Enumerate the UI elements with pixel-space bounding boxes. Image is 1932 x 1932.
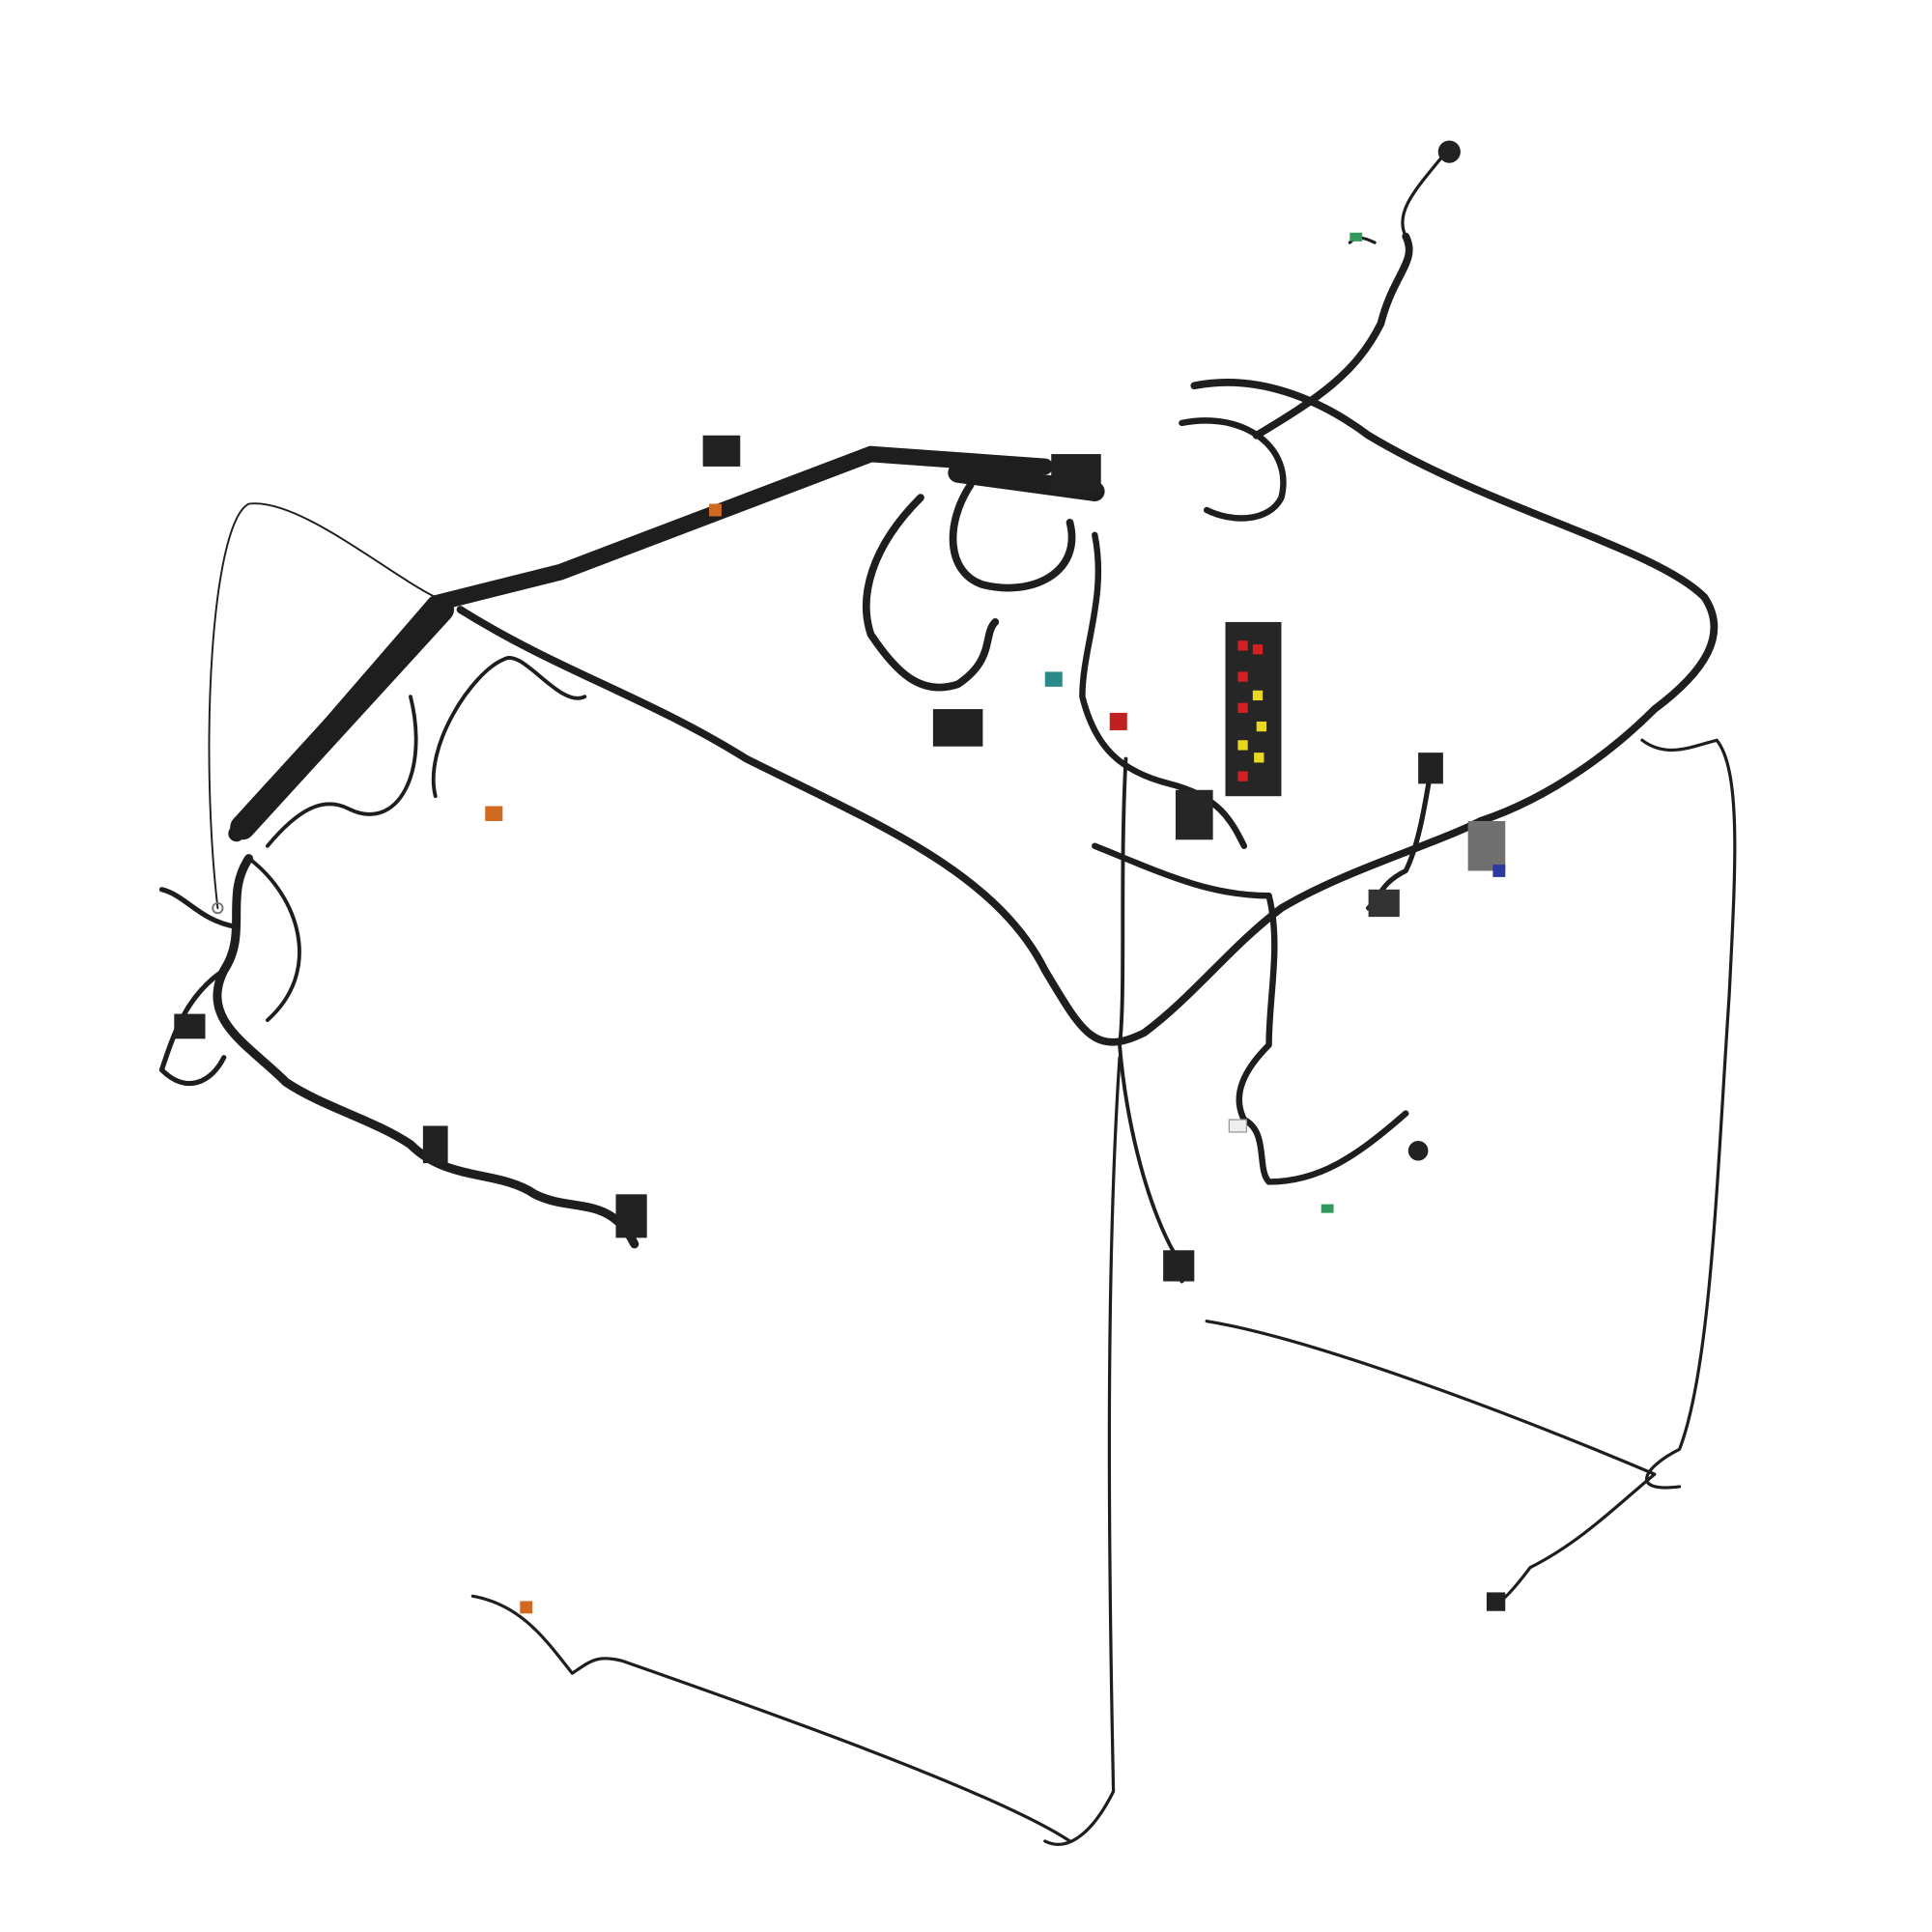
connector-orange-left xyxy=(485,806,503,821)
connector-teal xyxy=(1044,671,1063,687)
main-conduit xyxy=(228,445,1054,842)
connector-orange-bottom xyxy=(520,1601,533,1614)
ring-terminal xyxy=(212,901,224,915)
connector-black-1 xyxy=(422,1125,448,1164)
center-loop-mid xyxy=(949,481,1076,592)
center-sweep xyxy=(456,379,1719,1046)
connector-green-bottom xyxy=(1321,1204,1334,1213)
center-loop-left xyxy=(862,494,1000,692)
left-tail xyxy=(158,887,240,930)
connector-black-7 xyxy=(1486,1592,1506,1611)
left-arc-wire xyxy=(246,856,301,1022)
connector-black-10 xyxy=(174,1013,206,1039)
center-long-down-thin xyxy=(1043,1056,1122,1846)
right-cluster-wire xyxy=(1366,768,1434,911)
center-right-loop xyxy=(1179,417,1287,522)
center-to-fusebox xyxy=(1092,842,1278,1123)
right-bottom-wire xyxy=(1205,1320,1657,1606)
left-orange-branch xyxy=(431,655,587,799)
left-branch xyxy=(213,854,639,1249)
connector-black-2 xyxy=(615,1194,647,1238)
connector-black-6 xyxy=(1163,1250,1195,1282)
connector-blue xyxy=(1492,865,1506,877)
connectors xyxy=(174,140,1506,1614)
white-clip xyxy=(1228,1119,1248,1133)
connector-black-4 xyxy=(1418,753,1443,784)
fuse-relays xyxy=(1237,640,1267,781)
connector-black-8 xyxy=(702,435,741,467)
bottom-long-wire xyxy=(470,1594,1072,1843)
connector-black-5 xyxy=(1368,889,1400,918)
connector-black-9 xyxy=(1051,454,1101,492)
connector-red xyxy=(1109,712,1127,730)
fuse-box-lower xyxy=(1175,789,1213,840)
grommet-right xyxy=(1407,1140,1429,1161)
grommet-top xyxy=(1437,140,1461,163)
fusebox-lower-branch xyxy=(1240,1110,1409,1185)
connector-grey-module xyxy=(1467,820,1506,871)
right-up-thin xyxy=(1348,154,1445,244)
left-bracket xyxy=(230,597,455,840)
right-vertical-wire xyxy=(1640,738,1737,1490)
left-loop-wire xyxy=(265,695,418,848)
left-thin-loop xyxy=(208,502,437,910)
left-sub-branch xyxy=(158,967,227,1087)
connector-black-3 xyxy=(932,709,983,747)
right-up-branch xyxy=(1252,232,1413,440)
connector-green-top xyxy=(1350,232,1363,242)
connector-orange-bracket xyxy=(709,503,722,517)
center-drop xyxy=(1079,531,1248,849)
